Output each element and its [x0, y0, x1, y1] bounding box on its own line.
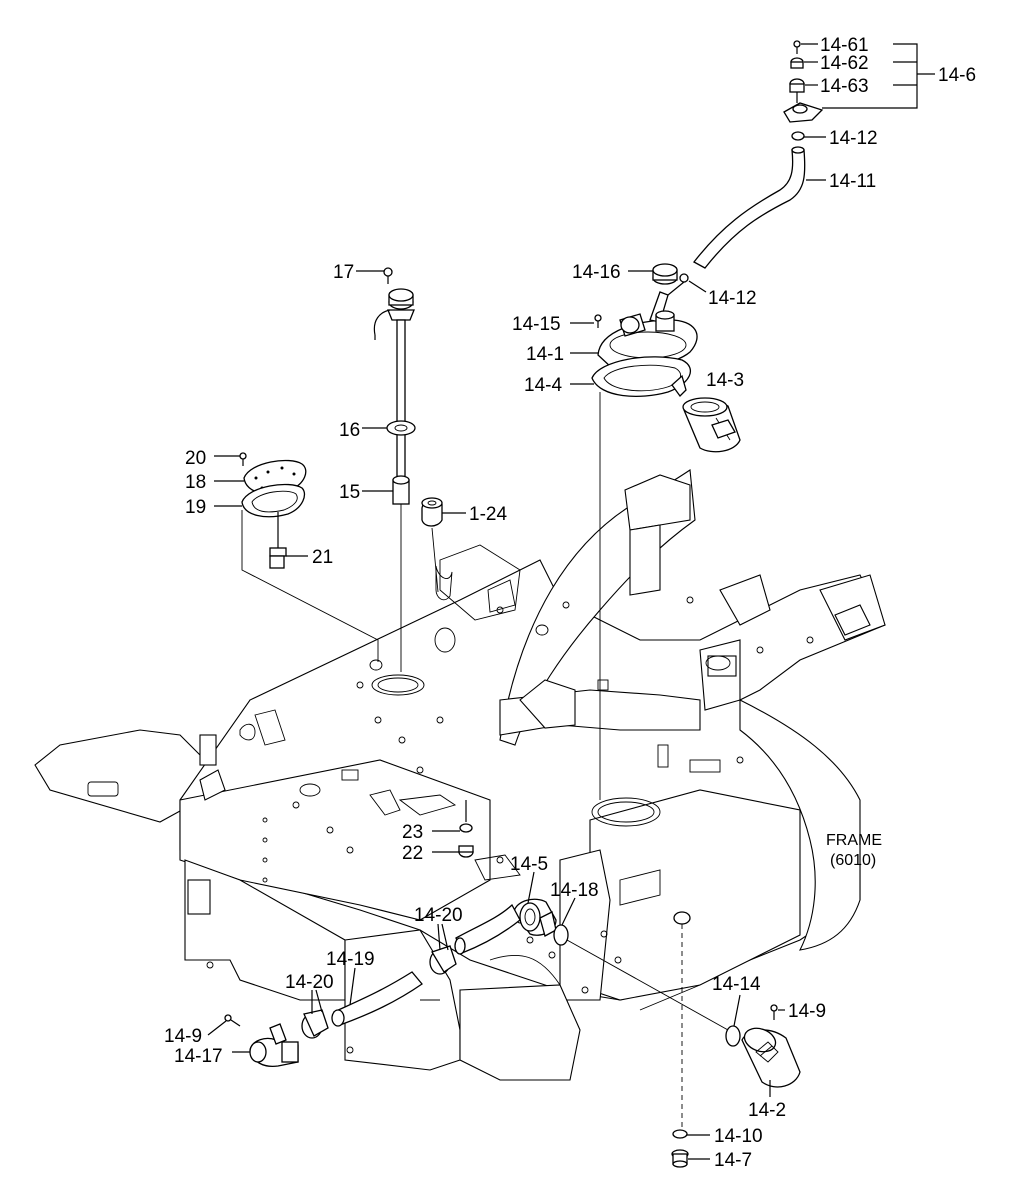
frame-label-line2: (6010): [830, 852, 876, 869]
bolt-14-9-right: [770, 1004, 778, 1012]
plug-22: [458, 845, 474, 858]
bolt-14-9-left: [224, 1014, 232, 1022]
gasket-16: [386, 420, 416, 436]
label-14-62: 14-62: [820, 53, 869, 74]
bolt-20: [239, 452, 247, 460]
label-14-18: 14-18: [550, 880, 599, 901]
label-14-1: 14-1: [526, 344, 564, 365]
drain-plug-14-7: [671, 1149, 689, 1168]
label-14-2: 14-2: [748, 1100, 786, 1121]
fuel-sender-15: [373, 288, 415, 505]
hose-clamp-14-20-upper: [429, 945, 457, 975]
label-14-20-lower: 14-20: [285, 972, 334, 993]
bolt-17: [383, 267, 393, 277]
label-14-9-right: 14-9: [788, 1001, 826, 1022]
label-14-4: 14-4: [524, 375, 562, 396]
label-20: 20: [185, 448, 206, 469]
strainer-14-3: [682, 397, 741, 453]
label-14-9-left: 14-9: [164, 1026, 202, 1047]
frame-label-line1: FRAME: [826, 832, 882, 849]
label-19: 19: [185, 497, 206, 518]
label-14-61: 14-61: [820, 35, 869, 56]
hose-clamp-14-20-lower: [301, 1009, 329, 1039]
tank-cover-14-1: [597, 281, 698, 370]
label-14-14: 14-14: [712, 974, 761, 995]
label-14-15: 14-15: [512, 314, 561, 335]
label-14-3: 14-3: [706, 370, 744, 391]
label-1-24: 1-24: [469, 504, 507, 525]
label-14-63: 14-63: [820, 76, 869, 97]
label-16: 16: [339, 420, 360, 441]
bolt-14-15: [594, 314, 602, 322]
filter-14-2: [741, 1027, 801, 1088]
label-14-11: 14-11: [829, 171, 876, 192]
drain-21: [269, 512, 287, 569]
label-14-16: 14-16: [572, 262, 621, 283]
label-15: 15: [339, 482, 360, 503]
hose-14-19: [333, 971, 423, 1026]
label-14-17: 14-17: [174, 1046, 223, 1067]
frame-rivets: [206, 596, 814, 1054]
gasket-14-4: [591, 356, 692, 397]
oring-23: [459, 823, 473, 833]
suction-pipe-14-5: [513, 898, 557, 937]
oring-14-10: [672, 1129, 688, 1139]
filler-cap-14-16: [652, 263, 678, 285]
label-14-19: 14-19: [326, 949, 375, 970]
label-14-20-upper: 14-20: [414, 905, 463, 926]
breather-assembly-14-6: [783, 40, 824, 123]
label-22: 22: [402, 843, 423, 864]
label-14-12: 14-12: [708, 288, 757, 309]
label-14-6: 14-6: [938, 65, 976, 86]
boss: [673, 911, 691, 925]
label-14-12-top: 14-12: [829, 128, 878, 149]
washer-14-12: [679, 273, 689, 283]
hose-upper: [455, 903, 521, 954]
elbow-14-17: [249, 1023, 299, 1068]
label-17: 17: [333, 262, 354, 283]
label-14-7: 14-7: [714, 1150, 752, 1171]
callout-labels: 14-61 14-62 14-63 14-6 14-12 14-11 14-16…: [164, 35, 976, 1171]
machine-frame: [34, 469, 886, 1081]
label-18: 18: [185, 472, 206, 493]
gasket-19: [241, 483, 306, 518]
leader-lines: [207, 43, 935, 1160]
frame-reference: FRAME (6010): [826, 832, 882, 869]
label-21: 21: [312, 547, 333, 568]
oring-14-18: [553, 924, 569, 946]
label-14-10: 14-10: [714, 1126, 763, 1147]
breather-hose-14-11: [693, 149, 806, 269]
label-23: 23: [402, 822, 423, 843]
fitting-1-24: [421, 497, 443, 527]
label-14-5: 14-5: [510, 854, 548, 875]
washer-14-12-top: [791, 131, 805, 141]
oring-14-14: [725, 1025, 741, 1047]
